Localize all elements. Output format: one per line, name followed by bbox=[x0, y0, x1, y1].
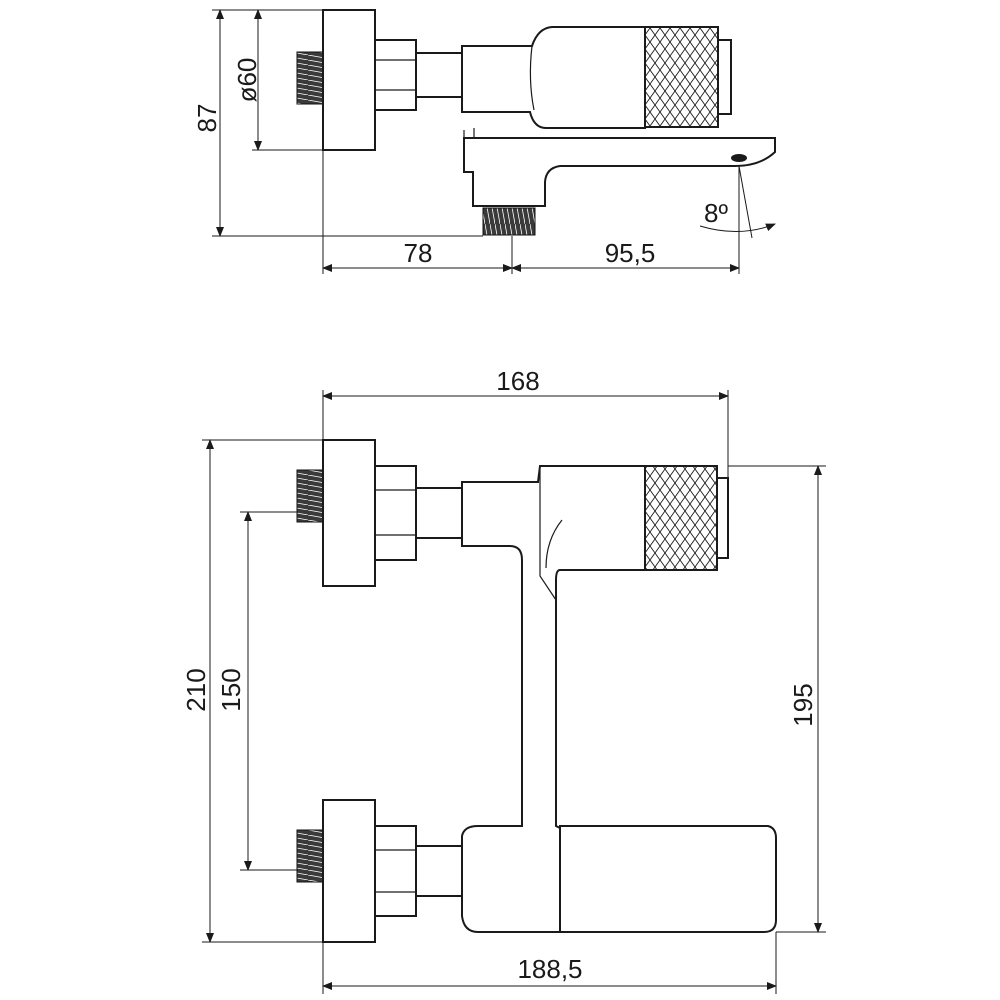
dim-front-inlet-spacing: 150 bbox=[216, 668, 246, 711]
dim-front-spout-height: 195 bbox=[788, 683, 818, 726]
dim-top-height: 87 bbox=[192, 104, 222, 133]
front-lower-thread bbox=[296, 829, 326, 883]
front-spout bbox=[559, 825, 777, 933]
top-flange bbox=[322, 9, 376, 151]
top-stem bbox=[415, 52, 463, 98]
top-outlet-thread bbox=[482, 207, 536, 236]
dim-top-wall-outlet: 78 bbox=[404, 238, 433, 268]
dim-top-diameter: ø60 bbox=[232, 58, 262, 103]
front-upper-thread bbox=[296, 469, 326, 523]
front-knurled-handle bbox=[644, 465, 718, 571]
top-valve-body bbox=[461, 26, 646, 129]
top-spout bbox=[463, 137, 776, 207]
top-hex-nut bbox=[374, 39, 417, 111]
front-body bbox=[461, 465, 646, 933]
top-knurled-handle bbox=[644, 26, 719, 128]
top-handle-cap bbox=[717, 39, 732, 115]
top-view: 87 ø60 78 95,5 8º bbox=[192, 9, 776, 274]
front-lower-flange bbox=[322, 799, 376, 943]
dim-front-width-top: 168 bbox=[496, 366, 539, 396]
top-aerator bbox=[731, 154, 747, 162]
dim-front-height: 210 bbox=[181, 668, 211, 711]
top-inlet-thread bbox=[296, 51, 326, 105]
dim-front-width-bottom: 188,5 bbox=[517, 954, 582, 984]
dim-top-angle: 8º bbox=[704, 198, 728, 228]
dim-top-outlet-spout: 95,5 bbox=[605, 238, 656, 268]
front-upper-flange bbox=[322, 439, 376, 587]
front-view: 168 210 150 195 188,5 bbox=[181, 366, 826, 994]
